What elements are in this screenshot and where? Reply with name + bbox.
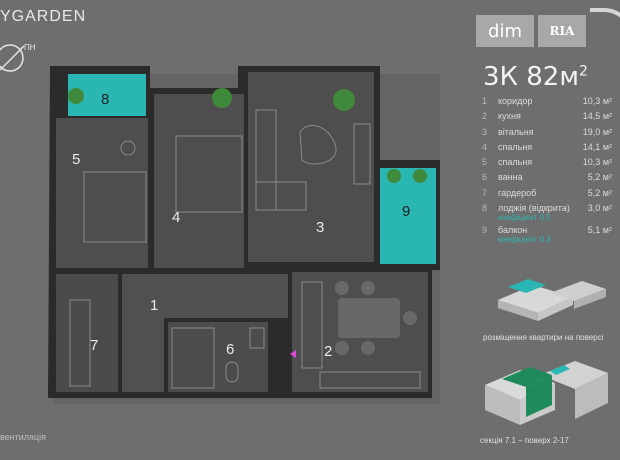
compass-icon: ПН — [0, 43, 36, 72]
room-area: 14,5 м² — [582, 111, 612, 122]
plan-label-6: 6 — [226, 341, 234, 358]
section-diagram — [485, 361, 608, 425]
title-text: 3К 82м — [483, 62, 579, 92]
room-row: 6 ванна 5,2 м² — [478, 172, 616, 187]
room-num: 9 — [482, 225, 488, 236]
room-area: 10,3 м² — [582, 96, 612, 106]
section-caption: секція 7.1 – поверх 2-17 — [480, 436, 569, 445]
room-7-floor — [56, 274, 118, 392]
plan-label-1: 1 — [150, 297, 158, 314]
room-name: лоджія (відкрита) — [498, 203, 570, 214]
logo-ria: RIA — [538, 15, 586, 47]
room-row: 2 кухня 14,5 м² — [478, 111, 616, 126]
room-4-floor — [154, 94, 244, 268]
room-area: 19,0 м² — [582, 126, 612, 137]
room-area: 5,1 м² — [587, 225, 612, 236]
room-3-floor — [248, 72, 374, 262]
room-name: коридор — [498, 96, 533, 106]
room-coefficient: коефіцієнт 0,5 — [498, 213, 551, 223]
room-name: балкон — [498, 225, 528, 236]
room-5-floor — [56, 118, 148, 268]
room-row: 9 балкон 5,1 м² коефіцієнт 0,3 — [478, 225, 616, 247]
room-row: 4 спальня 14,1 м² — [478, 142, 616, 157]
logo-dim: dim — [476, 15, 534, 47]
room-name: вітальня — [498, 126, 534, 137]
room-name: кухня — [498, 111, 521, 122]
room-num: 4 — [482, 141, 488, 152]
room-name: ванна — [498, 172, 523, 183]
room-num: 1 — [482, 96, 488, 106]
room-num: 7 — [482, 187, 488, 198]
room-row: 1 коридор 10,3 м² — [478, 96, 616, 111]
room-row: 7 гардероб 5,2 м² — [478, 188, 616, 203]
room-row: 3 вітальня 19,0 м² — [478, 127, 616, 142]
room-coefficient: коефіцієнт 0,3 — [498, 235, 551, 245]
plan-label-4: 4 — [172, 209, 180, 226]
room-num: 5 — [482, 157, 488, 168]
room-area: 5,2 м² — [587, 172, 612, 183]
plan-label-9: 9 — [402, 203, 410, 220]
plan-label-3: 3 — [316, 219, 324, 236]
plan-label-7: 7 — [90, 337, 98, 354]
room-num: 2 — [482, 111, 488, 122]
room-list: 1 коридор 10,3 м² 2 кухня 14,5 м² 3 вітальня 1… — [478, 96, 616, 247]
floor-plan: 1 2 3 4 5 6 7 8 9 — [48, 66, 440, 398]
room-area: 10,3 м² — [582, 157, 612, 168]
brand-name: YGARDEN — [0, 8, 87, 25]
plan-label-2: 2 — [324, 343, 332, 360]
room-area: 14,1 м² — [582, 141, 612, 152]
balcony-9 — [380, 168, 436, 264]
room-area: 3,0 м² — [587, 203, 612, 214]
marker-icon — [290, 350, 296, 358]
floor-caption: розміщення квартири на поверсі — [483, 333, 604, 342]
compass-label: ПН — [24, 43, 36, 52]
room-row: 5 спальня 10,3 м² — [478, 157, 616, 172]
room-row: 8 лоджія (відкрита) 3,0 м² коефіцієнт 0,5 — [478, 203, 616, 225]
floor-position-diagram — [498, 279, 606, 321]
plan-label-5: 5 — [72, 151, 80, 168]
vent-label: вентиляція — [0, 432, 46, 442]
corridor-floor — [122, 274, 288, 318]
room-6-floor — [168, 322, 268, 392]
room-area: 5,2 м² — [587, 187, 612, 198]
room-name: спальня — [498, 157, 533, 168]
plan-label-8: 8 — [101, 91, 109, 108]
decorative-arc — [590, 8, 620, 52]
apartment-title: 3К 82м2 — [483, 62, 588, 92]
title-sup: 2 — [578, 63, 588, 80]
dimria-logo[interactable]: dim RIA — [476, 15, 586, 47]
room-num: 3 — [482, 126, 488, 137]
room-num: 6 — [482, 172, 488, 183]
room-name: спальня — [498, 141, 533, 152]
room-name: гардероб — [498, 187, 537, 198]
room-num: 8 — [482, 203, 488, 214]
